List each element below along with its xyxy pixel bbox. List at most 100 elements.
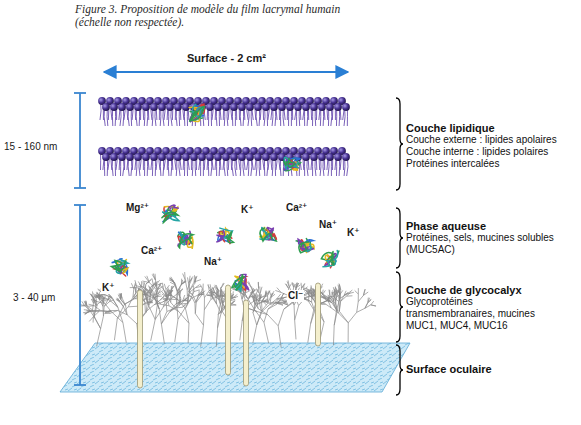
glycan-branch (358, 288, 359, 294)
glycan-branch (171, 286, 172, 293)
glycan-branch (255, 288, 259, 296)
glycan-branch (175, 285, 177, 292)
lipid-head (134, 103, 142, 111)
glycan-branch (189, 276, 193, 282)
glycan-branch (167, 294, 171, 303)
glycan-branch (213, 297, 217, 304)
glycan-branch (184, 272, 186, 280)
ocular-surface-texture (60, 343, 410, 392)
glycan-branch (348, 312, 356, 322)
glycan-branch (332, 298, 336, 304)
glycan-branch (293, 282, 294, 287)
layer-detail: Couche interne : lipides polaires (406, 146, 557, 158)
glycan-branch (216, 328, 217, 347)
protein-ribbon (299, 242, 308, 253)
glycan-branch (332, 292, 334, 297)
glycan-branch (144, 282, 145, 287)
glycan-branch (92, 300, 97, 302)
glycan-branch (334, 310, 336, 325)
glycan-branch (123, 323, 126, 343)
glycan-branch (254, 295, 255, 301)
glycan-branch (278, 309, 284, 326)
glycan-branch (310, 292, 314, 299)
lipid-head (230, 153, 238, 161)
glycan-branch (195, 302, 197, 313)
glycan-branch (221, 283, 224, 288)
glycan-branch (261, 303, 268, 311)
glycan-branch (144, 288, 151, 294)
glycan-branch (158, 286, 163, 289)
glycan-branch (283, 303, 288, 305)
glycan-branch (301, 283, 303, 288)
lipid-head (222, 153, 230, 161)
glycan-branch (285, 284, 288, 289)
dimension-label: 15 - 160 nm (3, 141, 58, 153)
glycan-branch (90, 311, 99, 312)
protein (216, 228, 233, 243)
glycan-branch (145, 294, 150, 296)
glycan-branch (336, 294, 340, 298)
glycan-branch (127, 315, 137, 324)
glycan-branch (320, 301, 327, 304)
glycan-branch (158, 289, 160, 293)
protein-ribbon (285, 158, 301, 171)
ion-label: K⁺ (346, 227, 361, 239)
ion-label: K⁺ (240, 204, 255, 216)
glycan-branch (357, 302, 359, 313)
lipid-head (270, 153, 278, 161)
glycan-branch (118, 295, 120, 300)
protein-ribbon (112, 261, 126, 272)
glycan-branch (268, 302, 275, 303)
glycan-branch (97, 329, 101, 347)
glycan-branch (150, 287, 153, 292)
ion-label: Ca²⁺ (140, 245, 163, 257)
glycan-branch (99, 311, 111, 312)
protein-ribbon (260, 228, 272, 241)
glycan-branch (148, 305, 155, 319)
dimension-label: 3 - 40 µm (12, 292, 56, 304)
glycan-branch (328, 298, 329, 303)
layer-detail: Protéines intercalées (406, 158, 557, 170)
glycan-branch (116, 299, 120, 302)
glycan-branch (251, 288, 255, 297)
glycan-branch (371, 305, 376, 306)
dimension-bar (74, 205, 86, 385)
lipid-head (214, 153, 222, 161)
glycan-branch (122, 298, 125, 305)
glycan-branch (268, 291, 269, 296)
glycan-branch (188, 323, 190, 343)
layer-detail: Couche externe : lipides apolaires (406, 134, 557, 146)
glycan-branch (365, 303, 368, 309)
glycan-branch (322, 296, 326, 299)
glycan-branch (120, 293, 122, 299)
glycan-branch (89, 317, 93, 322)
glycan-branch (320, 300, 327, 303)
glycan-branch (204, 291, 209, 298)
lipid-head (230, 103, 238, 111)
glycan-branch (284, 301, 294, 309)
lipid-head (198, 153, 206, 161)
glycan-branch (151, 320, 155, 341)
lipid-head (158, 103, 166, 111)
protein (189, 104, 204, 122)
glycan-branch (255, 294, 257, 300)
lipid-head (190, 153, 198, 161)
glycan-branch (192, 297, 195, 303)
glycan-branch (257, 311, 268, 314)
glycan-branch (101, 316, 104, 329)
glycan-branch (194, 275, 195, 282)
glycan-branch (163, 298, 169, 300)
brace (396, 272, 403, 342)
glycan-branch (88, 304, 94, 305)
glycan-branch (166, 285, 169, 289)
glycan-branch (121, 293, 122, 298)
glycan-branch (258, 282, 259, 289)
glycan-branch (311, 310, 314, 324)
glycan-branch (114, 318, 117, 340)
lipid-head (342, 103, 350, 111)
glycan-branch (92, 291, 94, 297)
protein-ribbon (284, 158, 295, 167)
glycan-branch (268, 291, 270, 296)
glycan-branch (90, 310, 99, 312)
glycan-branch (178, 284, 182, 291)
